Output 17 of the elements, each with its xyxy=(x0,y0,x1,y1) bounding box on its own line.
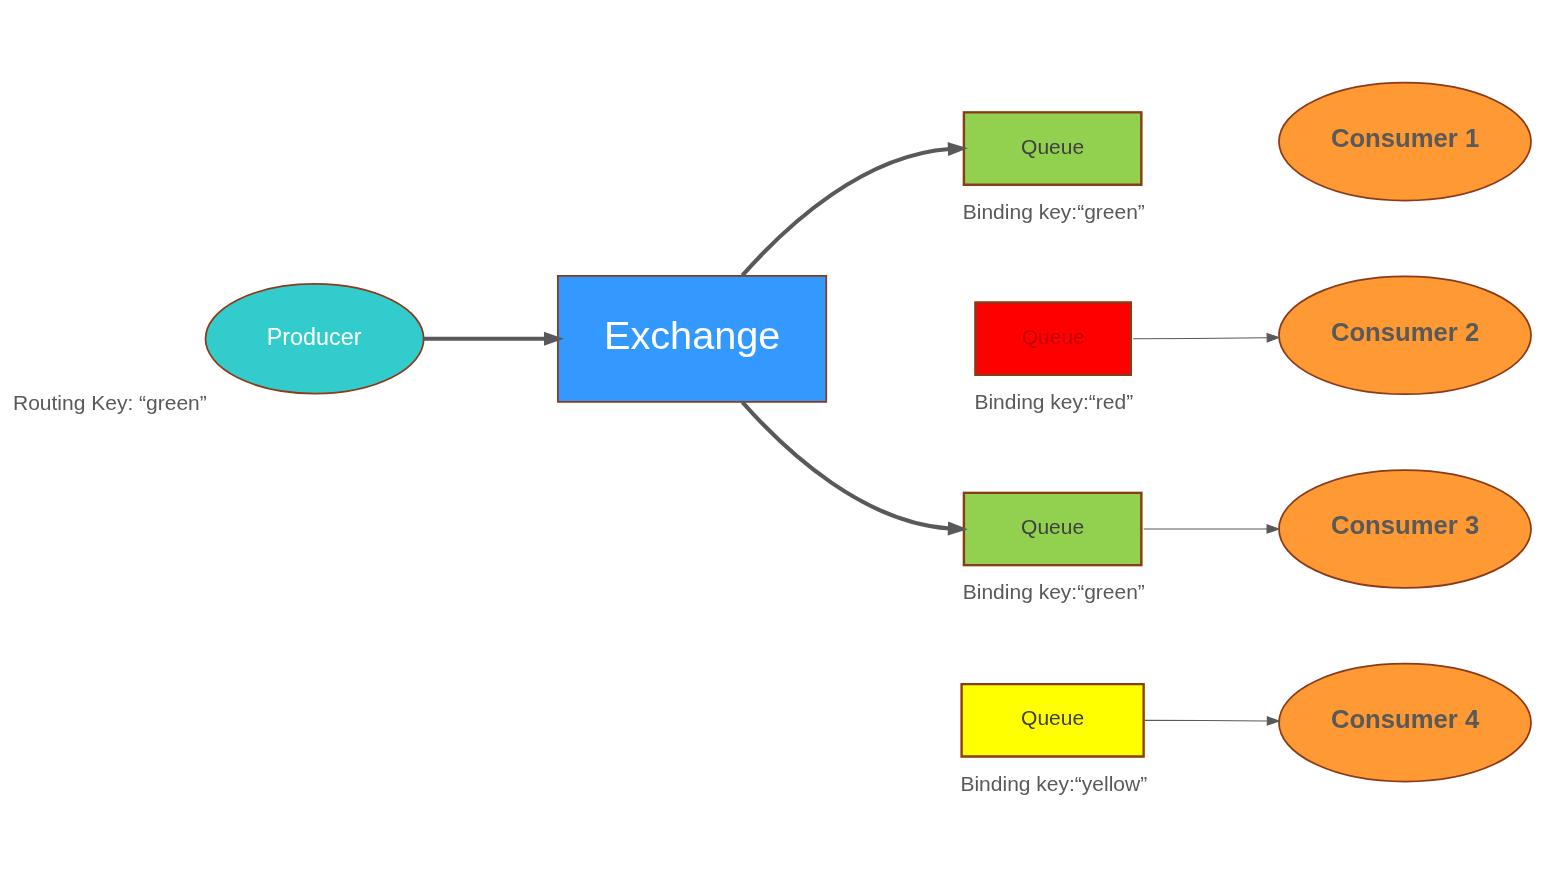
arrow xyxy=(423,331,564,346)
node-label: Binding key:“green” xyxy=(962,199,1145,223)
arrow xyxy=(740,400,968,535)
node-label: Binding key:“red” xyxy=(974,389,1134,413)
node-label: Routing Key: “green” xyxy=(13,390,207,414)
arrow xyxy=(1132,332,1281,343)
node-ellipse: Consumer 1 xyxy=(1278,81,1532,201)
node-box: Exchange xyxy=(557,274,828,403)
node-ellipse: Consumer 2 xyxy=(1278,275,1532,395)
arrow xyxy=(1143,523,1281,534)
node-ellipse: Consumer 3 xyxy=(1278,468,1532,589)
arrow xyxy=(1144,715,1281,726)
node-ellipse: Consumer 4 xyxy=(1278,662,1532,782)
node-label: Binding key:“green” xyxy=(962,579,1145,603)
arrow xyxy=(740,141,968,277)
node-ellipse: Producer xyxy=(204,282,425,394)
node-label: Binding key:“yellow” xyxy=(960,771,1148,795)
